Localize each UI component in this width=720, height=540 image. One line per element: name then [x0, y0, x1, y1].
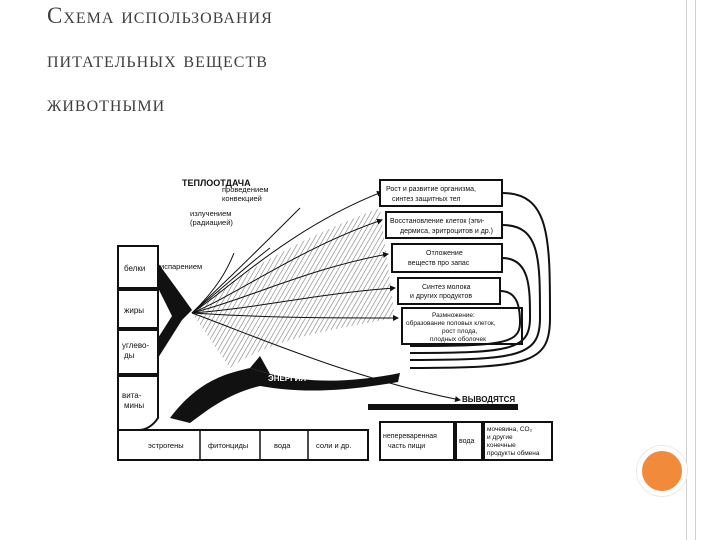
- output-repair-2: дермиса, эритроцитов и др.): [400, 228, 493, 235]
- output-repro-2: образование половых клеток,: [406, 319, 496, 327]
- label-radiation-1: излучением: [190, 209, 231, 218]
- label-conduction-2: конвекцией: [222, 194, 262, 203]
- title-line-2: питательных веществ: [47, 47, 268, 72]
- bottom-label-salts: соли и др.: [316, 441, 351, 450]
- bottom-intake-band: [117, 429, 369, 461]
- output-repro-1: Размножение:: [432, 312, 475, 319]
- hatched-body: [192, 208, 395, 368]
- waste-undigested-2: часть пищи: [388, 443, 425, 450]
- slide-border: [686, 0, 696, 540]
- output-storage-1: Отложение: [426, 250, 463, 257]
- label-excreted: ВЫВОДЯТСЯ: [462, 395, 515, 404]
- feedback-loops: [409, 192, 552, 369]
- output-repair-1: Восстановление клеток (эпи-: [390, 218, 485, 225]
- output-milk-1: Синтез молока: [422, 284, 471, 291]
- title-line-3: животными: [47, 91, 166, 116]
- label-radiation-2: (радиацией): [190, 218, 233, 227]
- input-label-carbs-1: углево-: [122, 341, 149, 350]
- waste-urea-4: продукты обмена: [487, 449, 540, 457]
- input-label-carbs-2: ды: [124, 351, 135, 360]
- label-energy: ЭНЕРГИЯ: [268, 374, 306, 383]
- output-repro-3: рост плода,: [442, 328, 478, 335]
- waste-boxes: [379, 421, 553, 461]
- label-conduction-1: проведением: [222, 185, 269, 194]
- input-stack: [117, 245, 159, 431]
- bottom-label-phytoncides: фитонциды: [208, 441, 248, 450]
- output-growth-1: Рост и развитие организма,: [386, 186, 476, 193]
- waste-urea-3: конечные: [487, 442, 516, 449]
- waste-water: вода: [459, 438, 474, 445]
- output-boxes: [379, 179, 523, 345]
- output-repro-4: плодных оболочек: [430, 335, 486, 343]
- output-growth-2: синтез защитных тел: [392, 196, 461, 203]
- input-label-vitamins-2: мины: [124, 401, 144, 410]
- output-milk-2: и других продуктов: [410, 293, 472, 300]
- waste-undigested-1: непереваренная: [383, 433, 437, 440]
- decorative-circle: [637, 446, 687, 496]
- title-line-1: Схема использования: [47, 3, 273, 28]
- excretion-bar: [368, 404, 518, 410]
- nutrient-flow-diagram: ТЕПЛООТДАЧА проведением конвекцией излуч…: [117, 178, 553, 461]
- inlet-funnel: [158, 263, 192, 358]
- input-label-fats: жиры: [124, 306, 144, 315]
- input-label-proteins: белки: [124, 264, 145, 273]
- bottom-label-water: вода: [274, 441, 291, 450]
- label-heat: ТЕПЛООТДАЧА: [182, 178, 251, 188]
- waste-urea-1: мочевина, CO₂: [487, 426, 533, 433]
- waste-urea-2: и другие: [487, 434, 513, 441]
- energy-band: [170, 368, 400, 423]
- slide-title: Схема использования питательных веществ …: [47, 0, 607, 126]
- label-evaporation: испарением: [160, 262, 202, 271]
- output-storage-2: веществ про запас: [408, 260, 470, 267]
- input-label-vitamins-1: вита-: [122, 391, 142, 400]
- bottom-label-estrogens: эстрогены: [148, 441, 184, 450]
